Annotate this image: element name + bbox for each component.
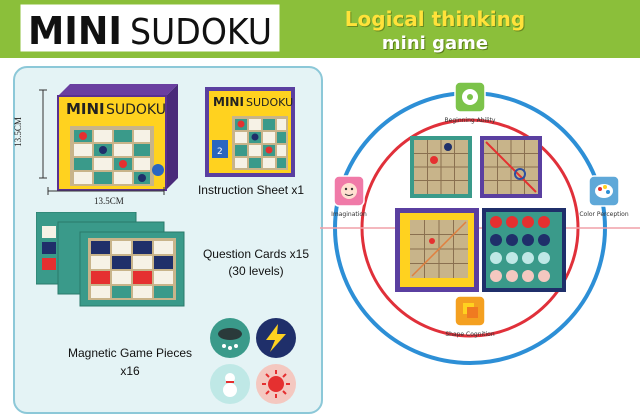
palette-icon [595,184,613,198]
game-pieces-caption-line1: Magnetic Game Pieces [67,346,193,360]
lightning-icon [256,318,296,358]
ability-label-color: Color Perception [579,211,628,218]
ability-color: Color Perception [579,175,629,218]
box-width-marker [47,187,165,195]
sheet-title-sudoku: SUDOKU [246,96,293,109]
ability-label-beginning: Beginning Ability [445,117,496,124]
instruction-sheet-caption: Instruction Sheet x1 [197,183,305,197]
question-cards-caption-line1: Question Cards x15 [202,247,310,261]
sudoku-board-top-left [410,136,472,198]
box-width-dimension: 13.5CM [94,196,124,206]
sudoku-board-bottom-right [482,208,566,292]
question-cards-image [36,212,185,307]
sudoku-board-bottom-left [395,208,479,292]
brain-gear-icon [462,89,478,105]
box-height-marker [39,89,47,179]
sudoku-board-top-right [480,136,542,198]
tagline-line2: mini game [381,33,489,54]
box-label-sudoku: SUDOKU [106,102,166,118]
sheet-number: 2 [217,147,223,157]
ability-beginning: Beginning Ability [445,81,496,124]
sun-icon [256,364,296,404]
rain-cloud-icon [210,318,250,358]
sheet-title-mini: MINI [213,95,244,109]
logo-mini-text: MINI [28,9,122,52]
ability-imagination: Imagination [331,175,367,218]
face-icon [341,183,357,199]
game-box-image: MINI SUDOKU [57,84,178,191]
mini-sudoku-logo: MINI SUDOKU [20,4,280,52]
box-label-mini: MINI [66,100,105,118]
ability-label-imagination: Imagination [331,211,367,218]
instruction-sheet-image: MINI SUDOKU 2 [205,87,295,177]
ability-label-shape: Shape Cognition [445,331,495,338]
ability-shape: Shape Cognition [445,295,495,338]
game-pieces-caption-line2: x16 [120,364,140,378]
question-cards-caption-line2: (30 levels) [228,264,284,278]
game-pieces-image [210,318,296,404]
ability-wheel: Beginning Ability Color Perception Shape… [320,81,640,365]
logo-sudoku-text: SUDOKU [130,12,272,52]
box-height-dimension: 13.5CM [12,117,23,147]
snowman-icon [210,364,250,404]
tagline-line1: Logical thinking [344,7,526,31]
shapes-icon [463,303,478,318]
